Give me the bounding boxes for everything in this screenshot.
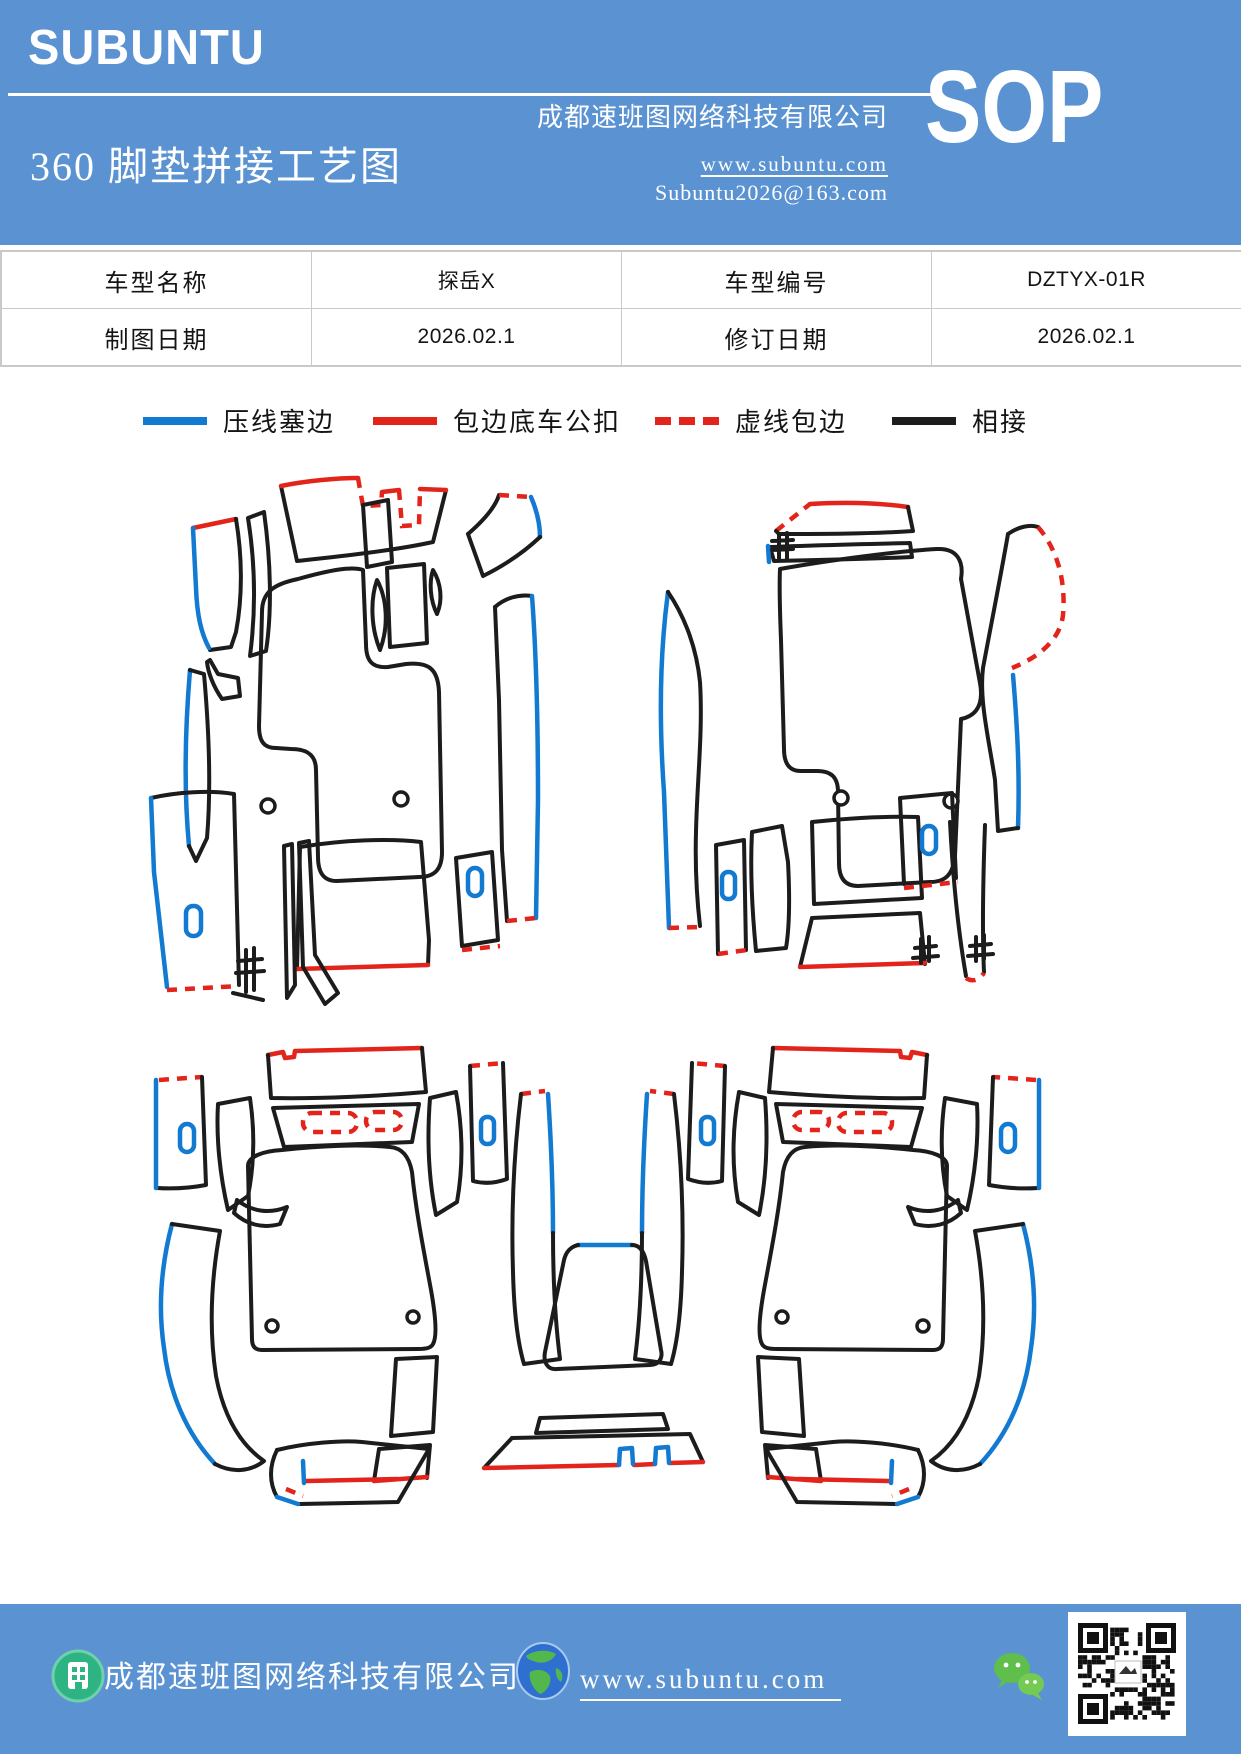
brand-logo: SUBUNTU — [28, 19, 265, 75]
legend-label: 包边底车公扣 — [453, 408, 622, 437]
table-cell-model-code-value: DZTYX-01R — [932, 252, 1241, 309]
front-left-mat-group — [148, 475, 543, 1006]
globe-icon — [516, 1642, 570, 1700]
sop-badge: SOP — [925, 49, 1104, 164]
red-dashed-swatch-icon — [655, 416, 719, 425]
table-cell-model-name-value: 探岳X — [312, 252, 622, 309]
footer-website-link[interactable]: www.subuntu.com — [580, 1664, 842, 1701]
table-cell-model-code-label: 车型编号 — [622, 252, 932, 309]
blue-line-swatch-icon — [143, 416, 207, 425]
header-email: Subuntu2026@163.com — [655, 180, 888, 205]
legend-label: 虚线包边 — [735, 408, 848, 437]
qr-code — [1068, 1612, 1186, 1736]
legend-item-joint: 相接 — [892, 402, 1028, 439]
legend-item-press-edge: 压线塞边 — [143, 402, 335, 439]
header-website-link[interactable]: www.subuntu.com — [700, 152, 888, 176]
legend-item-dashed-binding: 虚线包边 — [655, 402, 847, 439]
table-cell-model-name-label: 车型名称 — [2, 252, 312, 309]
rear-center-tunnel-group — [481, 1242, 706, 1471]
legend-label: 压线塞边 — [223, 408, 336, 437]
table-cell-draw-date-value: 2026.02.1 — [312, 309, 622, 365]
red-line-swatch-icon — [373, 416, 437, 425]
rear-right-mat-group — [635, 1048, 1039, 1504]
table-cell-revision-date-value: 2026.02.1 — [932, 309, 1241, 365]
legend-label: 相接 — [972, 408, 1029, 437]
header-company-name: 成都速班图网络科技有限公司 — [536, 103, 888, 132]
table-cell-draw-date-label: 制图日期 — [2, 309, 312, 365]
line-legend: 压线塞边 包边底车公扣 虚线包边 相接 — [0, 402, 1241, 438]
footer-company-name: 成都速班图网络科技有限公司 — [104, 1661, 520, 1694]
header-divider — [8, 93, 936, 96]
front-right-mat-group — [658, 500, 1066, 983]
black-line-swatch-icon — [892, 416, 956, 425]
legend-item-binding-buckle: 包边底车公扣 — [373, 402, 621, 439]
rear-left-mat-group — [153, 1045, 562, 1507]
header: SUBUNTU 成都速班图网络科技有限公司 360 脚垫拼接工艺图 www.su… — [0, 0, 1241, 245]
footer: 成都速班图网络科技有限公司 www.subuntu.com — [0, 1604, 1241, 1754]
table-cell-revision-date-label: 修订日期 — [622, 309, 932, 365]
building-logo-icon — [51, 1649, 105, 1703]
vehicle-info-table: 车型名称 探岳X 车型编号 DZTYX-01R 制图日期 2026.02.1 修… — [0, 250, 1241, 367]
page-title: 360 脚垫拼接工艺图 — [30, 144, 402, 189]
wechat-icon — [994, 1653, 1044, 1700]
